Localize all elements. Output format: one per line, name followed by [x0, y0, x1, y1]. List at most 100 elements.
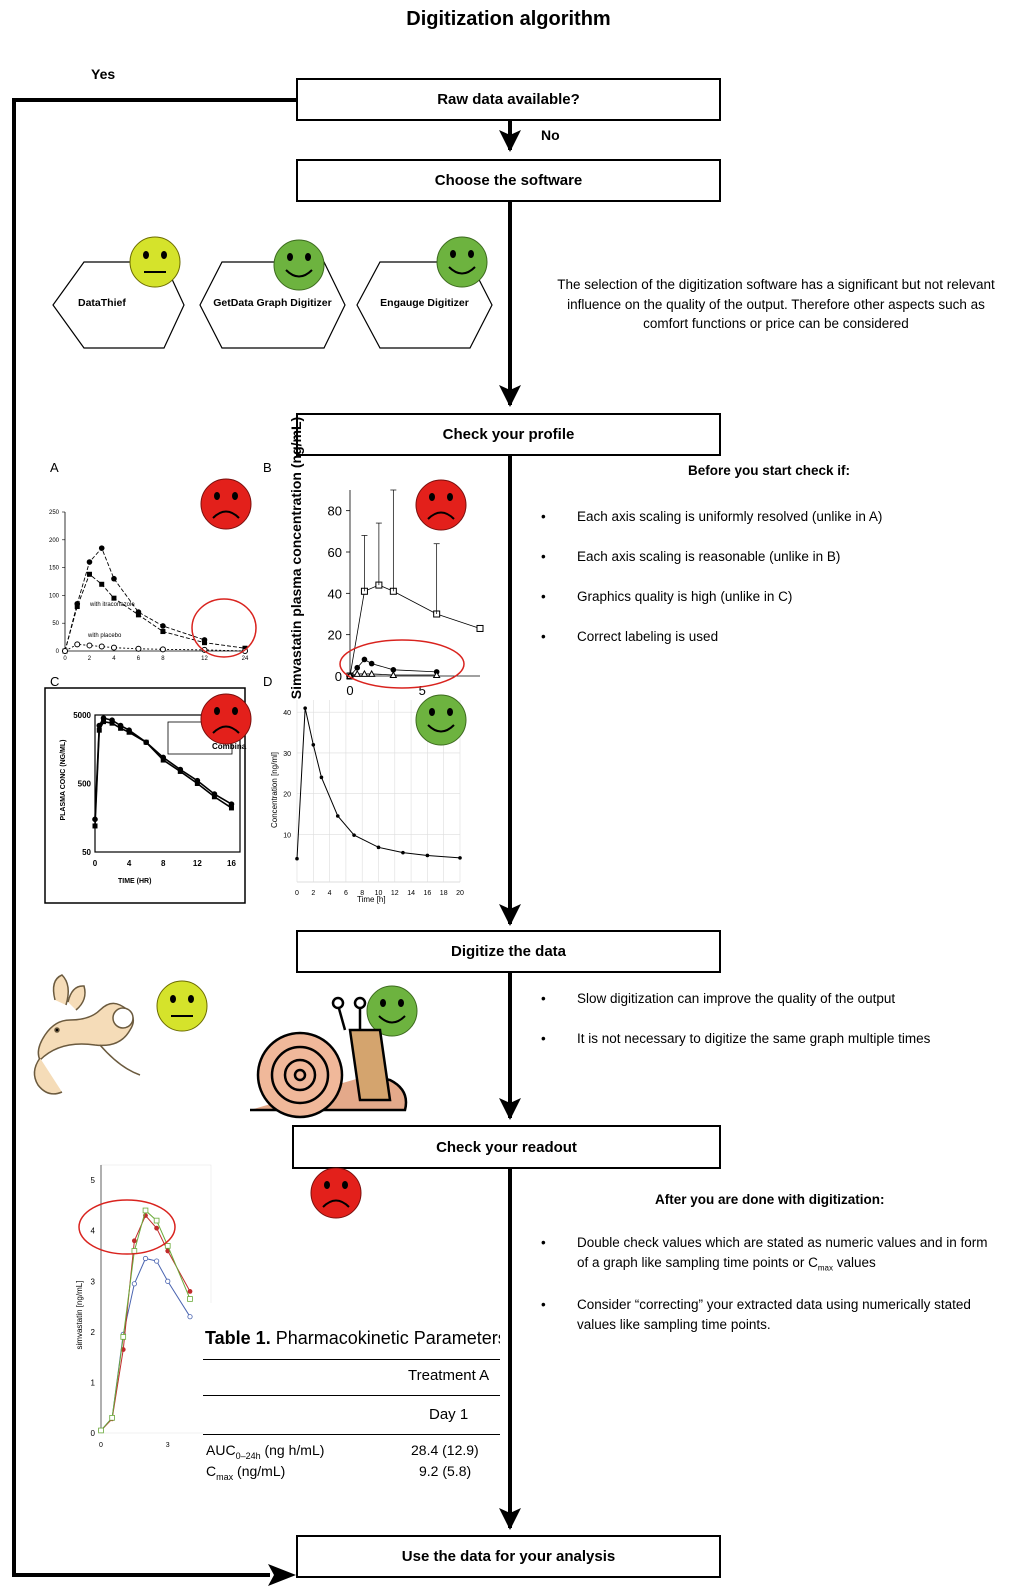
- r-y-tick-label: 4: [91, 1227, 96, 1236]
- r-data-point: [154, 1258, 160, 1264]
- profile-bullet: •Each axis scaling is reasonable (unlike…: [541, 549, 841, 564]
- b-data-point: [389, 670, 398, 678]
- d-x-tick-label: 14: [407, 890, 415, 897]
- a-data-point: [86, 559, 93, 565]
- readout-heading: After you are done with digitization:: [655, 1192, 885, 1207]
- profile-heading: Before you start check if:: [688, 463, 851, 478]
- check-readout-box: Check your readout: [292, 1125, 721, 1169]
- d-data-point: [303, 706, 307, 710]
- d-y-tick-label: 30: [283, 751, 291, 758]
- panel-a-itra-label: with itraconazole: [90, 602, 135, 608]
- d-y-tick-label: 40: [283, 710, 291, 717]
- a-x-tick-label: 24: [242, 656, 249, 662]
- readout-chart-ylabel: simvastatin [ng/mL]: [75, 1280, 84, 1350]
- r-data-point: [120, 1334, 127, 1340]
- panel-d-ylabel: Concentration [ng/ml]: [270, 751, 279, 829]
- a-data-point: [111, 575, 117, 582]
- b-y-tick-label: 20: [328, 628, 342, 643]
- table-row-cmax-value: 9.2 (5.8): [419, 1463, 472, 1479]
- b-y-tick-label: 80: [328, 504, 342, 519]
- a-data-point: [111, 595, 117, 601]
- d-x-tick-label: 0: [295, 890, 299, 897]
- a-data-point: [98, 643, 105, 650]
- c-x-tick-label: 8: [161, 859, 166, 868]
- d-data-point: [376, 845, 381, 850]
- panel-label-b: B: [263, 460, 272, 475]
- c-data-point: [160, 757, 166, 763]
- c-y-tick-label: 500: [78, 780, 92, 789]
- readout-bullet: •Consider “correcting” your extracted da…: [541, 1297, 971, 1333]
- d-series-line: [296, 708, 461, 859]
- c-x-tick-label: 12: [193, 859, 202, 868]
- d-data-point: [401, 850, 405, 855]
- a-y-tick-label: 200: [49, 538, 60, 544]
- no-label: No: [541, 127, 560, 143]
- software-getdata: GetData Graph Digitizer: [213, 297, 332, 309]
- d-data-point: [311, 742, 316, 747]
- raw-data-box: Raw data available?: [296, 78, 721, 121]
- d-x-tick-label: 6: [344, 890, 348, 897]
- r-data-point: [142, 1255, 149, 1262]
- digitize-bullet: •It is not necessary to digitize the sam…: [541, 1031, 931, 1046]
- d-x-tick-label: 8: [360, 890, 364, 897]
- c-y-tick-label: 5000: [73, 711, 91, 720]
- d-data-point: [335, 814, 340, 818]
- r-data-point: [131, 1248, 138, 1254]
- b-y-tick-label: 0: [335, 669, 342, 684]
- c-data-point: [228, 805, 234, 811]
- panel-c-legend-2: Combina: [212, 742, 247, 751]
- c-data-point: [92, 823, 98, 829]
- c-data-point: [194, 781, 200, 786]
- highlight-ellipse: [339, 639, 465, 689]
- a-x-tick-label: 6: [137, 656, 141, 662]
- r-data-point: [131, 1281, 137, 1287]
- c-data-point: [143, 739, 149, 745]
- r-data-point: [187, 1314, 193, 1320]
- table-subheader: Day 1: [429, 1406, 469, 1423]
- a-y-tick-label: 50: [52, 621, 59, 627]
- b-data-point: [390, 667, 397, 673]
- table-row-cmax-label: Cmax (ng/mL): [206, 1463, 286, 1482]
- b-series-line: [349, 584, 481, 677]
- b-y-tick-label: 60: [328, 545, 342, 560]
- d-x-tick-label: 12: [391, 890, 399, 897]
- pk-table: Table 1. Pharmacokinetic Parameters c Tr…: [203, 1303, 500, 1508]
- a-x-tick-label: 12: [201, 656, 208, 662]
- r-data-point: [153, 1217, 160, 1224]
- r-data-point: [165, 1278, 171, 1284]
- d-data-point: [425, 853, 430, 858]
- d-x-tick-label: 20: [456, 890, 464, 897]
- choose-software-box: Choose the software: [296, 159, 721, 202]
- panel-label-d: D: [263, 674, 273, 689]
- yes-loop-arrowhead: [268, 1564, 296, 1586]
- r-series-line: [100, 1209, 191, 1431]
- c-data-point: [177, 768, 183, 774]
- c-data-point: [101, 719, 107, 725]
- use-data-box: Use the data for your analysis: [296, 1535, 721, 1578]
- c-data-point: [126, 729, 132, 735]
- c-data-point: [118, 725, 124, 731]
- a-y-tick-label: 150: [49, 566, 60, 572]
- check-profile-box: Check your profile: [296, 413, 721, 456]
- a-data-point: [74, 641, 81, 648]
- panel-c-xlabel: TIME (HR): [118, 878, 152, 885]
- d-x-tick-label: 4: [328, 890, 332, 897]
- a-series-line: [64, 547, 205, 652]
- panel-a-placebo-label: with placebo: [88, 633, 122, 639]
- yes-loop: [12, 98, 296, 1577]
- a-data-point: [86, 571, 92, 577]
- a-x-tick-label: 8: [161, 656, 165, 662]
- a-data-point: [110, 644, 117, 651]
- profile-bullet: •Each axis scaling is uniformly resolved…: [541, 509, 883, 524]
- panel-b-ylabel: Simvastatin plasma concentration (ng/mL): [288, 416, 304, 700]
- page-title: Digitization algorithm: [406, 8, 611, 30]
- r-y-tick-label: 2: [91, 1328, 96, 1337]
- b-data-point: [354, 664, 361, 671]
- a-data-point: [160, 623, 166, 629]
- panel-c-ylabel: PLASMA CONC (NG/ML): [60, 739, 67, 821]
- c-plot-area: [94, 714, 241, 853]
- c-x-tick-label: 0: [93, 859, 98, 868]
- a-y-tick-label: 100: [49, 593, 60, 599]
- a-data-point: [160, 629, 166, 635]
